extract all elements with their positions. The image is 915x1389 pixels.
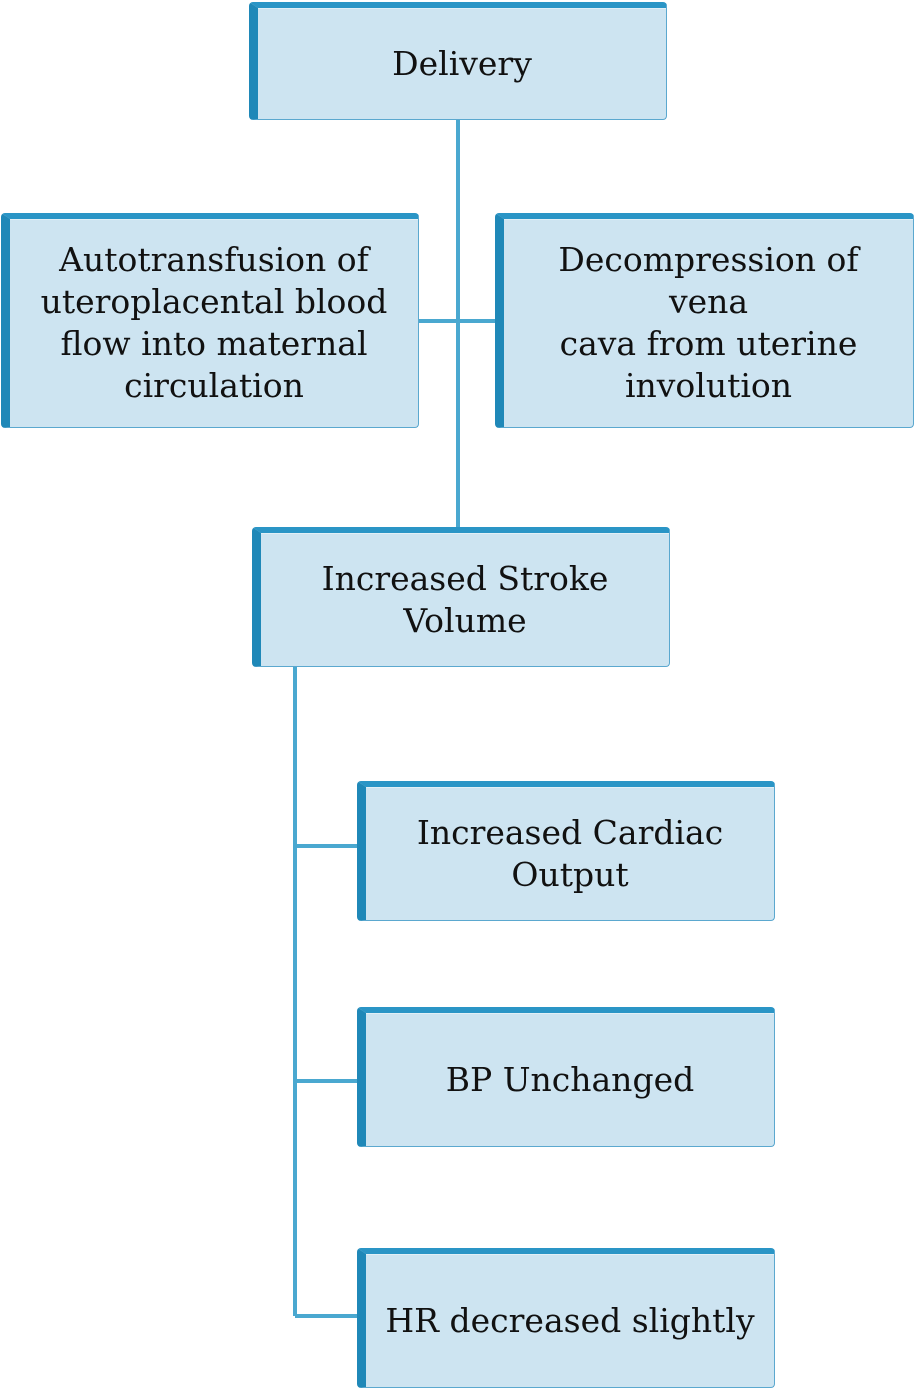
node-cardiac-output: Increased Cardiac Output (357, 781, 775, 921)
node-autotransfusion: Autotransfusion of uteroplacental blood … (1, 213, 419, 428)
node-hr-decreased: HR decreased slightly (357, 1248, 775, 1388)
node-delivery-label: Delivery (392, 43, 532, 83)
node-cardiac-output-label: Increased Cardiac Output (416, 812, 724, 894)
node-bp-unchanged-label: BP Unchanged (445, 1059, 695, 1099)
node-decompression: Decompression of vena cava from uterine … (495, 213, 914, 428)
node-stroke-volume: Increased Stroke Volume (252, 527, 670, 667)
node-hr-decreased-label: HR decreased slightly (385, 1300, 755, 1340)
node-bp-unchanged: BP Unchanged (357, 1007, 775, 1147)
node-stroke-volume-label: Increased Stroke Volume (321, 558, 609, 640)
node-decompression-label: Decompression of vena cava from uterine … (558, 240, 859, 405)
node-autotransfusion-label: Autotransfusion of uteroplacental blood … (40, 240, 388, 405)
node-delivery: Delivery (249, 2, 667, 120)
